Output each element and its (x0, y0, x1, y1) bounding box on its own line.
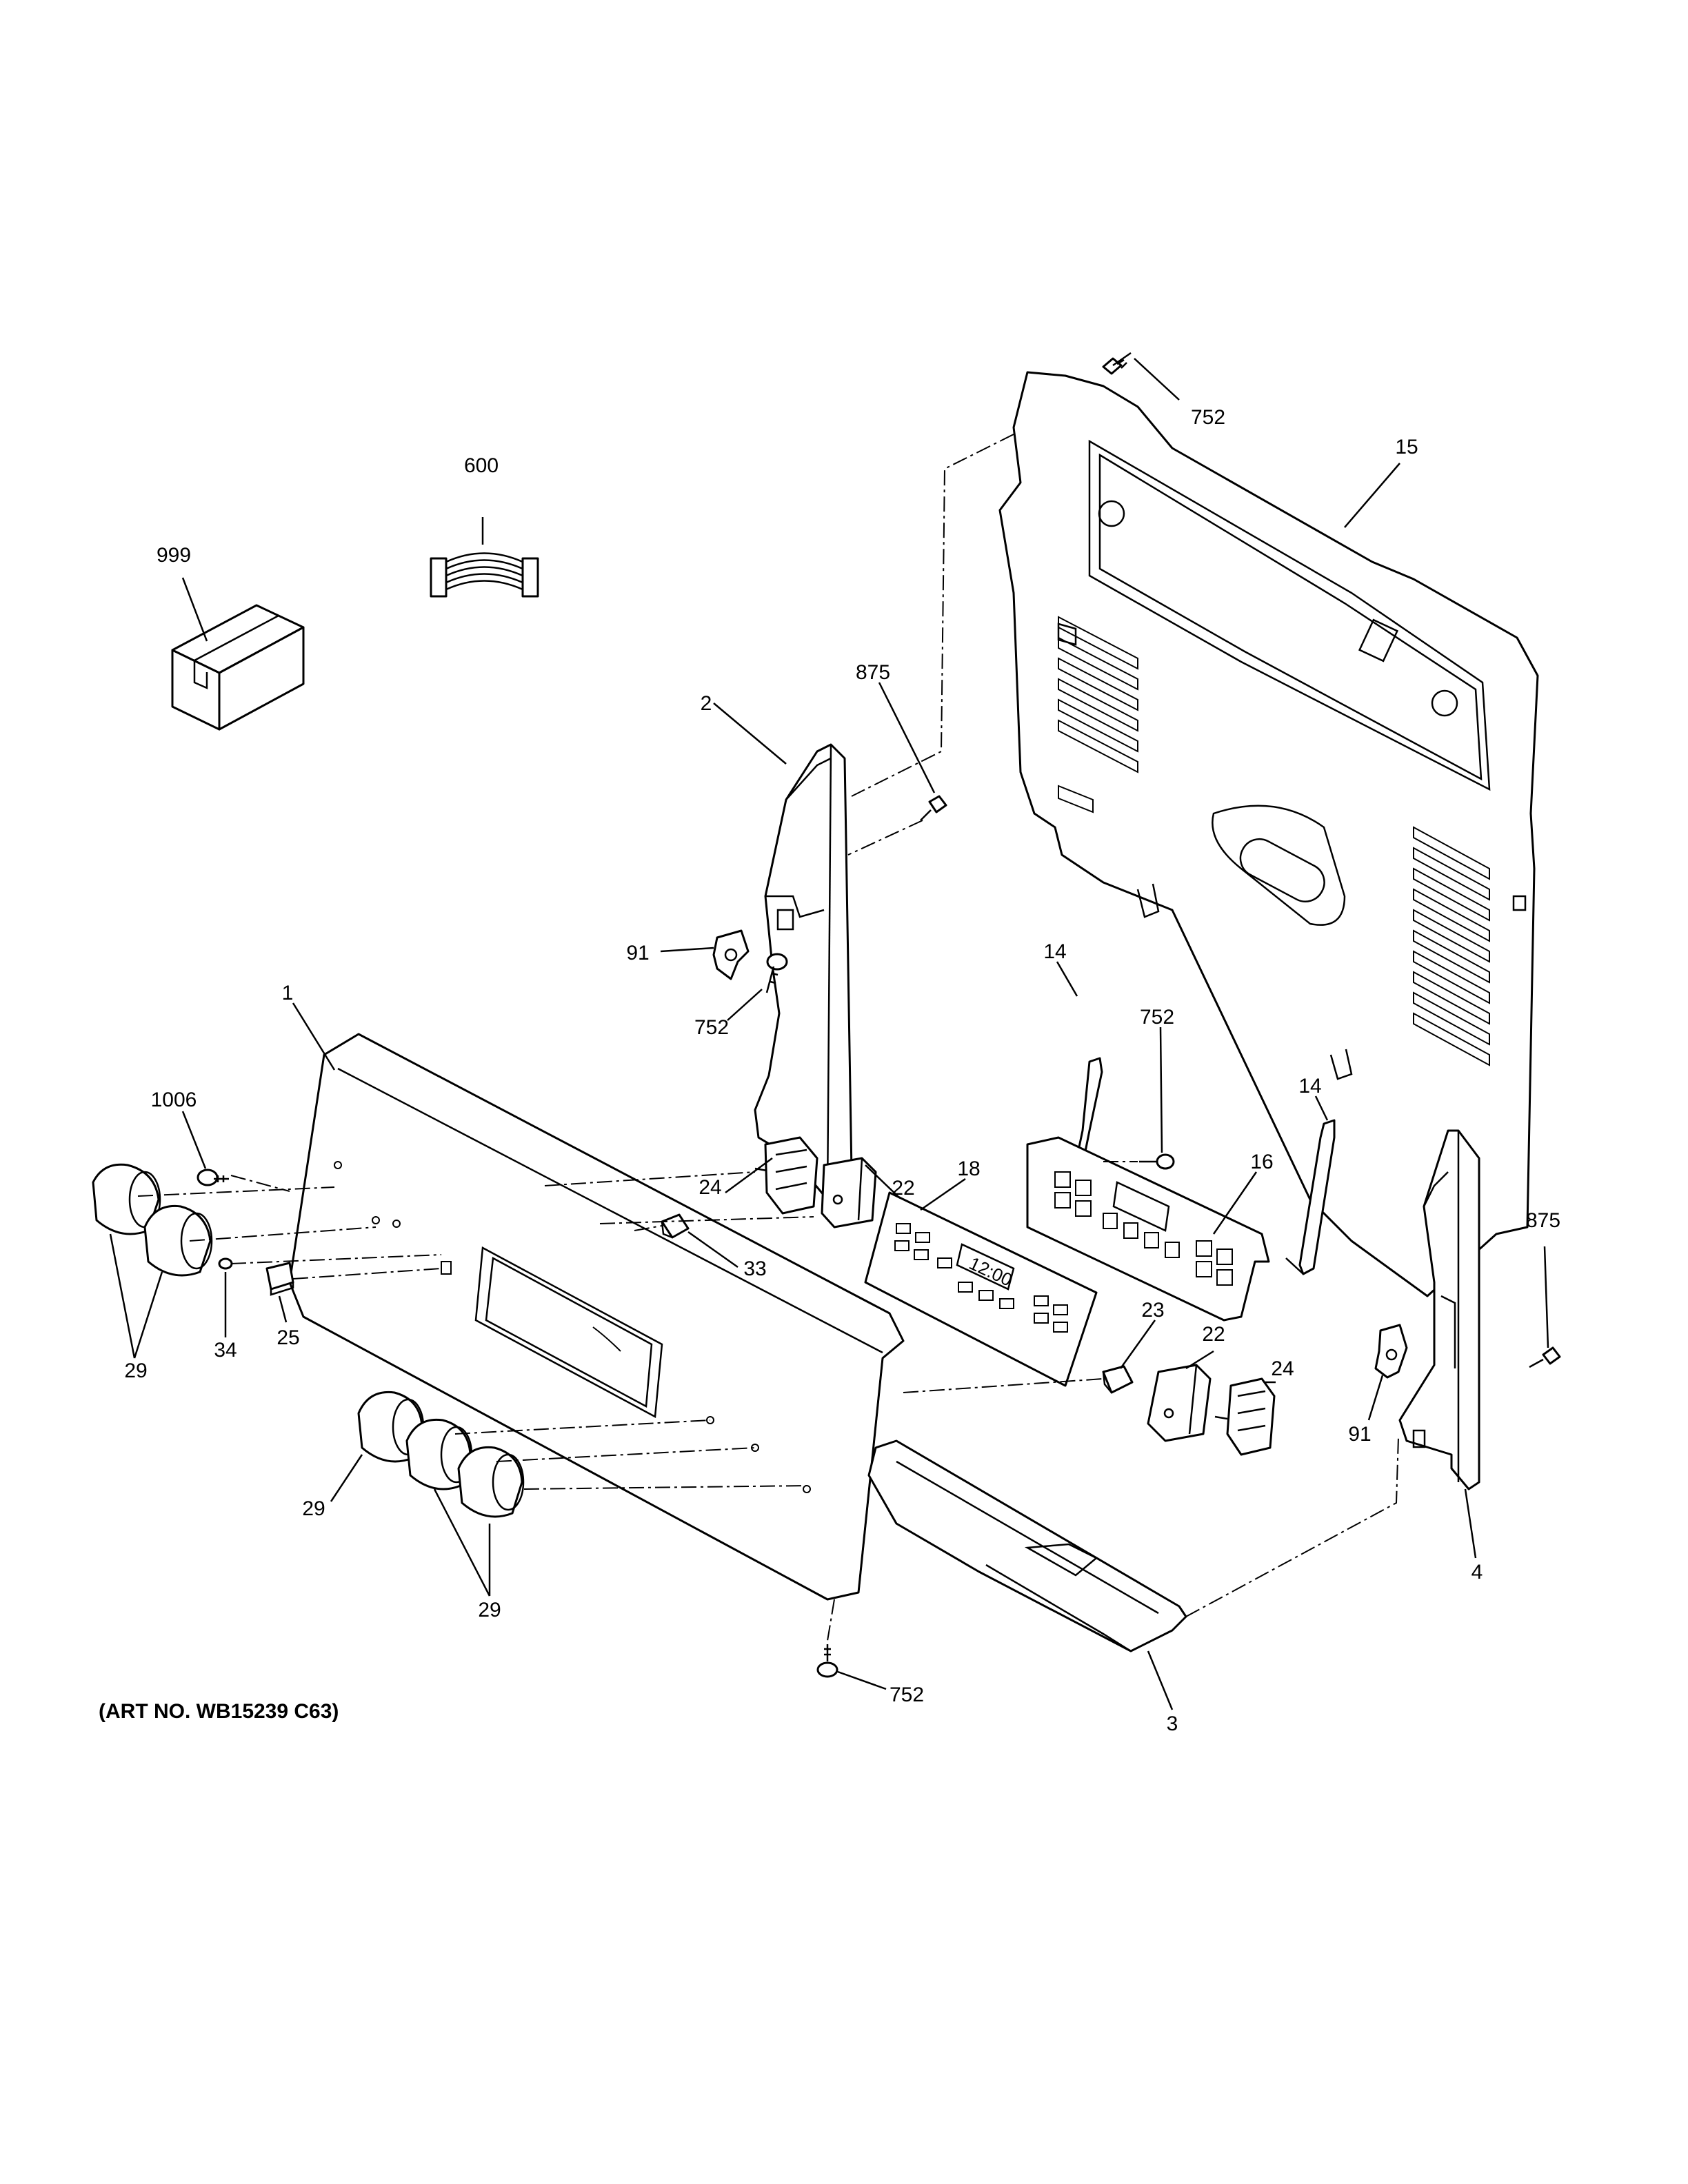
callout-3: 3 (1167, 1712, 1178, 1735)
callout-25: 25 (277, 1326, 299, 1349)
knob-29-d (405, 1418, 473, 1490)
callout-752-bottom: 752 (890, 1684, 924, 1706)
callout-2: 2 (701, 692, 712, 715)
knob-29-b (143, 1204, 213, 1277)
part-34-spring (218, 1257, 233, 1270)
callout-23: 23 (1141, 1299, 1164, 1322)
screw-875-left (920, 795, 947, 821)
part-999-box (171, 604, 305, 731)
callout-4: 4 (1471, 1561, 1483, 1584)
part-22-right-switch (1147, 1364, 1212, 1442)
screw-752-bracket (765, 953, 788, 993)
callout-1: 1 (282, 982, 294, 1004)
callout-1006: 1006 (151, 1089, 197, 1111)
part-1-control-panel (288, 1033, 905, 1601)
part-16-control-board (1026, 1136, 1270, 1322)
screw-1006 (197, 1169, 229, 1186)
part-24-right-switch (1214, 1377, 1276, 1456)
callout-752-bracket: 752 (694, 1016, 729, 1039)
callout-875-left: 875 (856, 661, 890, 684)
callout-29-lower: 29 (478, 1599, 501, 1621)
part-600-wire-harness (430, 552, 539, 598)
callout-34: 34 (214, 1339, 237, 1362)
callout-91-right: 91 (1348, 1423, 1371, 1446)
callout-91-left: 91 (626, 942, 649, 964)
screw-752-board (1139, 1153, 1175, 1170)
callout-22-right: 22 (1202, 1323, 1225, 1346)
callout-15: 15 (1395, 436, 1418, 458)
callout-labels: 999 600 752 15 875 2 91 752 1 14 752 16 … (124, 406, 1560, 1735)
part-15-rear-panel (998, 371, 1539, 1297)
screw-752-top (1102, 352, 1132, 375)
callout-24-right: 24 (1271, 1357, 1294, 1380)
callout-29-upper: 29 (124, 1359, 147, 1382)
callout-14-left: 14 (1043, 940, 1066, 963)
screw-875-right (1529, 1346, 1561, 1368)
callout-29-middle: 29 (302, 1497, 325, 1520)
part-22-left-switch (821, 1157, 877, 1228)
callout-33: 33 (743, 1257, 766, 1280)
part-91-right-clip (1374, 1324, 1408, 1379)
part-91-left-clip (712, 929, 750, 980)
part-25-switch (265, 1262, 294, 1296)
leader-lines (109, 358, 1549, 1710)
part-4-right-bracket (1398, 1129, 1480, 1490)
callout-16: 16 (1250, 1151, 1273, 1173)
assembly-lines (137, 434, 1399, 1641)
art-number-label: (ART NO. WB15239 C63) (99, 1700, 339, 1723)
part-2-left-bracket (754, 743, 853, 1201)
callout-752-board: 752 (1140, 1006, 1174, 1029)
callout-24-left: 24 (699, 1176, 721, 1199)
knob-29-e (457, 1446, 525, 1518)
callout-999: 999 (157, 544, 191, 567)
callout-14-right: 14 (1298, 1075, 1321, 1098)
part-23-light (1102, 1365, 1134, 1394)
screw-752-bottom (816, 1644, 838, 1678)
callout-22-left: 22 (892, 1177, 914, 1200)
callout-18: 18 (957, 1157, 980, 1180)
part-24-left-switch (754, 1136, 818, 1215)
part-18-membrane-keypad: 12:00 (864, 1191, 1098, 1387)
callout-600: 600 (464, 454, 499, 477)
part-3-trim-strip (867, 1439, 1187, 1652)
callout-752-top: 752 (1191, 406, 1225, 429)
part-14-right-bracket (1285, 1119, 1336, 1275)
callout-875-right: 875 (1526, 1209, 1560, 1232)
